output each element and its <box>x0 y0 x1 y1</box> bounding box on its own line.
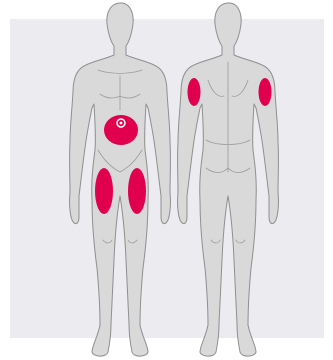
front-figure <box>70 3 171 356</box>
navel-dot <box>120 122 123 125</box>
back-body-silhouette <box>178 3 279 356</box>
right-upper-arm-injection-site <box>259 78 272 106</box>
left-thigh-injection-site <box>95 168 113 214</box>
front-body-silhouette <box>70 3 171 356</box>
back-figure <box>178 3 279 356</box>
right-thigh-injection-site <box>128 168 146 214</box>
left-upper-arm-injection-site <box>188 78 201 106</box>
